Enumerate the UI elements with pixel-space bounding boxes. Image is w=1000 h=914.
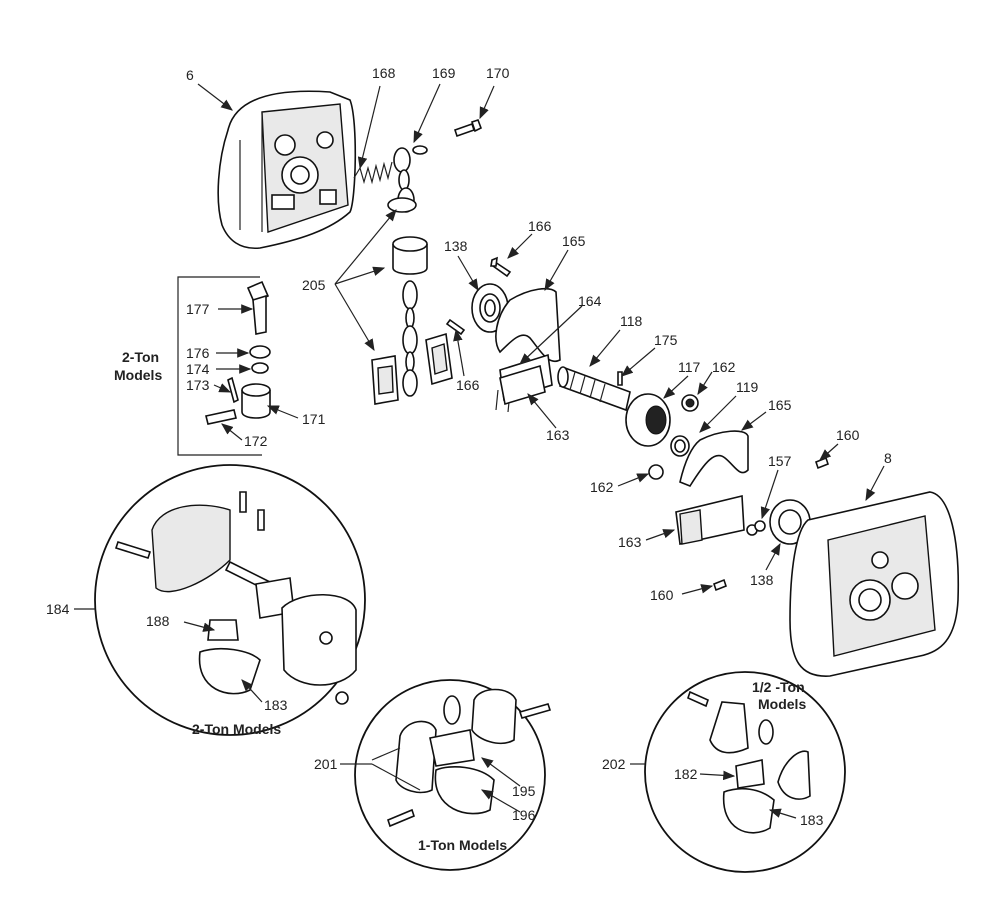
callout-184: 184 <box>46 601 70 617</box>
inset-1-ton <box>354 679 552 871</box>
callout-196: 196 <box>512 807 536 823</box>
two-ton-label-line2: Models <box>114 367 162 383</box>
callout-160a: 160 <box>836 427 860 443</box>
pin-173 <box>227 376 239 404</box>
callout-171: 171 <box>302 411 326 427</box>
inset-half-ton-caption-line2: Models <box>758 696 806 712</box>
callout-176: 176 <box>186 345 210 361</box>
bolt-177 <box>246 280 270 335</box>
inset-2-ton <box>94 464 366 736</box>
callout-172: 172 <box>244 433 268 449</box>
sleeve-205 <box>392 236 428 275</box>
callout-138a: 138 <box>444 238 468 254</box>
callout-labels: 6 168 169 170 166 165 138 205 164 118 17… <box>46 65 892 828</box>
inset-half-ton <box>644 671 846 873</box>
callout-182: 182 <box>674 766 698 782</box>
bolt-170 <box>453 118 483 138</box>
chain-169 <box>387 145 428 213</box>
washer-157 <box>746 520 766 536</box>
gear-117 <box>625 393 671 447</box>
callout-173: 173 <box>186 377 210 393</box>
shaft-118 <box>557 366 631 412</box>
two-ton-bracket <box>177 276 262 456</box>
callout-157: 157 <box>768 453 792 469</box>
inset-half-ton-caption-line1: 1/2 -Ton <box>752 679 805 695</box>
callout-205: 205 <box>302 277 326 293</box>
callout-175: 175 <box>654 332 678 348</box>
callout-195: 195 <box>512 783 536 799</box>
callout-188: 188 <box>146 613 170 629</box>
callout-170: 170 <box>486 65 510 81</box>
callout-183b: 183 <box>800 812 824 828</box>
inset-2-ton-caption: 2-Ton Models <box>192 721 281 737</box>
leader-lines <box>74 83 885 819</box>
chain-guide <box>425 332 453 386</box>
pin-160b <box>713 578 727 592</box>
callout-168: 168 <box>372 65 396 81</box>
pawl-163b <box>675 494 745 545</box>
bushing-171 <box>241 383 271 419</box>
washer-174 <box>251 362 269 374</box>
housing-6 <box>217 90 357 250</box>
callout-6: 6 <box>186 67 194 83</box>
chain-205 <box>402 280 418 397</box>
callout-165b: 165 <box>768 397 792 413</box>
nut-162b <box>648 464 664 480</box>
inset-1-ton-caption: 1-Ton Models <box>418 837 507 853</box>
callout-183a: 183 <box>264 697 288 713</box>
callout-165a: 165 <box>562 233 586 249</box>
bolt-166a <box>490 256 512 278</box>
callout-119: 119 <box>736 379 759 395</box>
pin-175 <box>617 371 623 386</box>
callout-162a: 162 <box>712 359 736 375</box>
callout-166b: 166 <box>456 377 480 393</box>
side-plate-165b <box>679 430 749 487</box>
washer-119 <box>670 435 690 457</box>
bolt-166b <box>445 318 466 336</box>
callout-164: 164 <box>578 293 602 309</box>
callout-202: 202 <box>602 756 626 772</box>
callout-118: 118 <box>620 313 643 329</box>
nut-162a <box>681 394 699 412</box>
bearing-138a <box>471 283 509 333</box>
callout-162b: 162 <box>590 479 614 495</box>
callout-201: 201 <box>314 756 338 772</box>
callout-163a: 163 <box>546 427 570 443</box>
spring-168 <box>353 161 393 185</box>
group-labels: 2-Ton Models 2-Ton Models 1-Ton Models 1… <box>114 349 806 853</box>
callout-174: 174 <box>186 361 210 377</box>
pin-172 <box>205 409 237 425</box>
callout-169: 169 <box>432 65 456 81</box>
cover-8 <box>789 491 960 677</box>
callout-166a: 166 <box>528 218 552 234</box>
nut-176 <box>249 345 271 359</box>
callout-138b: 138 <box>750 572 774 588</box>
callout-160b: 160 <box>650 587 674 603</box>
callout-8: 8 <box>884 450 892 466</box>
callout-177: 177 <box>186 301 210 317</box>
chain-stopper-205 <box>371 355 399 405</box>
pin-160a <box>815 456 829 470</box>
callout-163b: 163 <box>618 534 642 550</box>
callout-117: 117 <box>678 359 701 375</box>
two-ton-label-line1: 2-Ton <box>122 349 159 365</box>
